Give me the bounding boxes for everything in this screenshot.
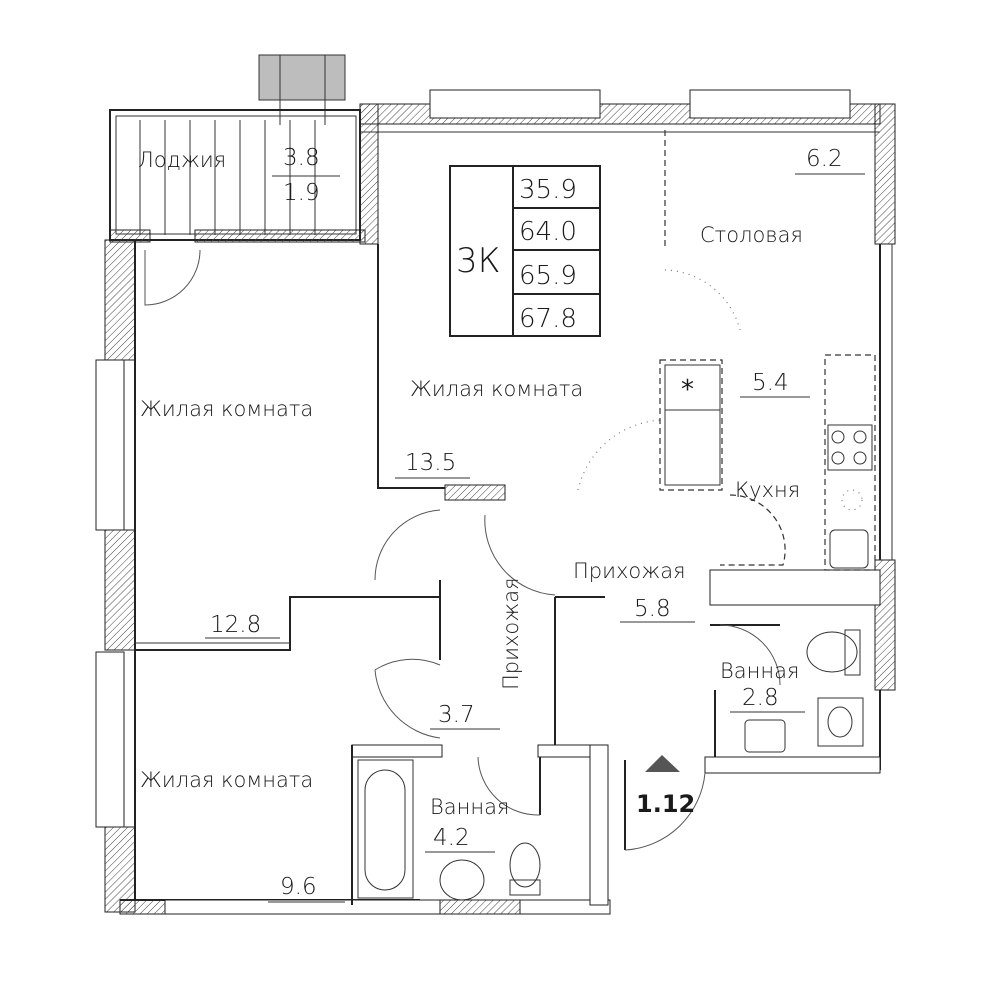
living-left-bottom-label: Жилая комната [140, 768, 313, 792]
entrance-triangle-icon [645, 755, 680, 772]
entrance-marker: 1.12 [636, 755, 695, 818]
doors [144, 130, 786, 851]
bath-large-area: 4.2 [433, 825, 470, 851]
loggia [109, 109, 366, 243]
entrance-label: 1.12 [636, 790, 695, 818]
kitchen-label: Кухня [735, 478, 800, 502]
living-left-top-area: 12.8 [210, 612, 261, 638]
loggia-label: Лоджия [138, 148, 226, 172]
hall-corridor-area: 3.7 [438, 702, 475, 728]
hall-main-area: 5.8 [634, 596, 671, 622]
interior-walls [135, 244, 881, 906]
area-total: 64.0 [519, 217, 577, 247]
left-wall [95, 239, 136, 913]
hall-corridor-label: Прихожая [499, 577, 523, 690]
right-wall [874, 103, 896, 770]
area-total-with-loggia: 65.9 [519, 261, 577, 291]
dining-area: 6.2 [806, 146, 843, 172]
svg-text:*: * [681, 375, 694, 405]
plan-type-label: 3К [456, 241, 501, 281]
living-left-bottom-area: 9.6 [280, 874, 317, 900]
bath-large-label: Ванная [430, 795, 509, 819]
bottom-wall [119, 899, 611, 915]
area-table: 3К 35.9 64.0 65.9 67.8 [449, 165, 601, 337]
living-center-area: 13.5 [405, 450, 456, 476]
room-labels: Лоджия 3.8 1.9 6.2 Столовая Жилая комнат… [138, 145, 865, 903]
top-wall [359, 89, 881, 245]
loggia-area-reduced: 1.9 [283, 180, 320, 206]
ac-unit [258, 54, 346, 125]
kitchen-area: 5.4 [752, 370, 789, 396]
loggia-area: 3.8 [283, 145, 320, 171]
area-living: 35.9 [519, 175, 577, 205]
living-left-top-label: Жилая комната [140, 397, 313, 421]
area-total-full: 67.8 [519, 304, 577, 334]
bath-small-area: 2.8 [742, 685, 779, 711]
living-center-label: Жилая комната [410, 377, 583, 401]
hall-main-label: Прихожая [573, 559, 686, 583]
kitchen-fixtures: * [659, 354, 876, 571]
dining-label: Столовая [700, 223, 803, 247]
bathroom-fixtures [357, 629, 864, 901]
bath-small-label: Ванная [720, 659, 799, 683]
